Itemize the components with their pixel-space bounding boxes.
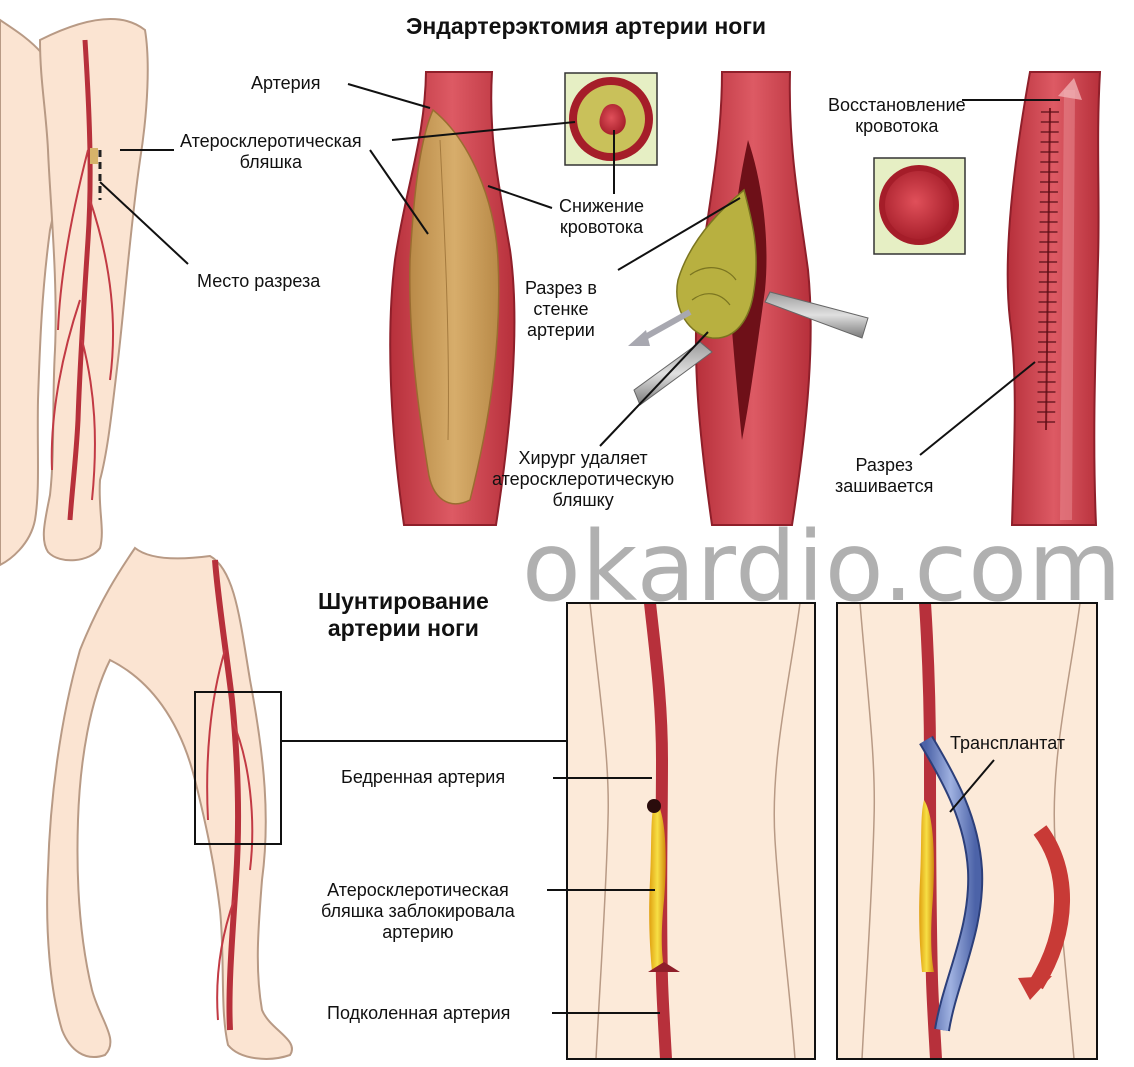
label-reduced-flow-line-1: Снижение bbox=[559, 196, 644, 217]
label-plaque-blocked-line-1: Атеросклеротическая bbox=[321, 880, 515, 901]
label-incision-sutured: Разрез зашивается bbox=[835, 455, 933, 497]
label-reduced-flow: Снижение кровотока bbox=[559, 196, 644, 238]
label-surgeon-removes-line-1: Хирург удаляет bbox=[492, 448, 674, 469]
title-bypass-line-2: артерии ноги bbox=[318, 615, 489, 642]
knee-panel-bypass bbox=[837, 603, 1097, 1059]
label-plaque: Атеросклеротическая бляшка bbox=[180, 131, 362, 173]
watermark: okardio.com bbox=[522, 512, 1122, 622]
label-graft: Трансплантат bbox=[950, 733, 1065, 754]
label-wall-incision-line-3: артерии bbox=[525, 320, 597, 341]
knee-panel-blocked bbox=[567, 603, 815, 1059]
label-restored-flow-line-2: кровотока bbox=[828, 116, 966, 137]
label-restored-flow: Восстановление кровотока bbox=[828, 95, 966, 137]
label-plaque-blocked-line-2: бляшка заблокировала bbox=[321, 901, 515, 922]
title-bypass: Шунтирование артерии ноги bbox=[318, 588, 489, 642]
label-wall-incision-line-2: стенке bbox=[525, 299, 597, 320]
label-restored-flow-line-1: Восстановление bbox=[828, 95, 966, 116]
label-surgeon-removes: Хирург удаляет атеросклеротическую бляшк… bbox=[492, 448, 674, 511]
label-surgeon-removes-line-3: бляшку bbox=[492, 490, 674, 511]
label-wall-incision-line-1: Разрез в bbox=[525, 278, 597, 299]
label-incision-sutured-line-1: Разрез bbox=[835, 455, 933, 476]
label-reduced-flow-line-2: кровотока bbox=[559, 217, 644, 238]
title-bypass-line-1: Шунтирование bbox=[318, 588, 489, 615]
label-incision-sutured-line-2: зашивается bbox=[835, 476, 933, 497]
label-artery: Артерия bbox=[251, 73, 321, 94]
label-incision-site: Место разреза bbox=[197, 271, 320, 292]
title-endarterectomy: Эндартерэктомия артерии ноги bbox=[406, 13, 766, 40]
leg-top-illustration bbox=[0, 19, 148, 565]
label-plaque-blocked-line-3: артерию bbox=[321, 922, 515, 943]
label-femoral-artery: Бедренная артерия bbox=[341, 767, 505, 788]
cross-section-restored bbox=[874, 158, 965, 254]
label-wall-incision: Разрез в стенке артерии bbox=[525, 278, 597, 341]
leg-bottom-illustration bbox=[47, 548, 567, 1059]
label-plaque-blocked: Атеросклеротическая бляшка заблокировала… bbox=[321, 880, 515, 943]
artery-sutured bbox=[1008, 72, 1100, 525]
label-plaque-line-2: бляшка bbox=[180, 152, 362, 173]
label-surgeon-removes-line-2: атеросклеротическую bbox=[492, 469, 674, 490]
label-popliteal-artery: Подколенная артерия bbox=[327, 1003, 510, 1024]
cross-section-narrowed bbox=[565, 73, 657, 165]
label-plaque-line-1: Атеросклеротическая bbox=[180, 131, 362, 152]
